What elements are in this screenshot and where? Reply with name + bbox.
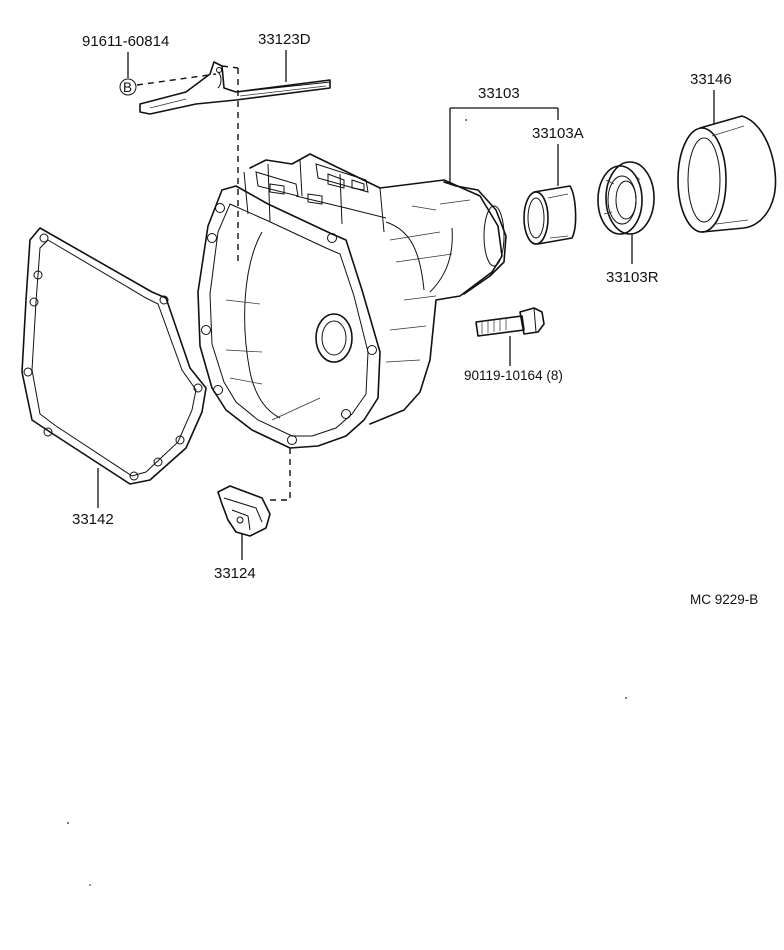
part-label-33103r: 33103R <box>606 269 659 286</box>
diagram-code: MC 9229-B <box>690 592 758 607</box>
part-33103r-oil-seal[interactable]: 33103R <box>597 161 659 286</box>
scan-specks <box>67 119 627 886</box>
part-label-90119-10164: 90119-10164 (8) <box>464 368 563 383</box>
part-90119-10164-bolt[interactable]: 90119-10164 (8) <box>464 307 563 383</box>
callout-b-circle-icon <box>119 78 137 96</box>
part-33146-dust-cover[interactable]: 33146 <box>677 71 777 233</box>
part-33124-bracket[interactable]: 33124 <box>214 448 291 582</box>
part-33142-gasket[interactable]: 33142 <box>21 227 207 528</box>
part-label-33142: 33142 <box>72 511 114 528</box>
part-33123d-lever[interactable]: 33123D <box>139 31 331 262</box>
part-33103a-bushing[interactable]: 33103A <box>523 125 584 245</box>
part-label-33124: 33124 <box>214 565 256 582</box>
part-label-33103a: 33103A <box>532 125 584 142</box>
clamp-bolt-callout: 91611-60814 B <box>82 33 217 96</box>
callout-b-symbol: B <box>123 80 132 95</box>
part-label-33103: 33103 <box>478 85 520 102</box>
part-33103-housing[interactable]: 33103 <box>197 85 559 449</box>
part-label-33123d: 33123D <box>258 31 311 48</box>
part-label-91611-60814[interactable]: 91611-60814 <box>82 33 169 50</box>
part-label-33146: 33146 <box>690 71 732 88</box>
